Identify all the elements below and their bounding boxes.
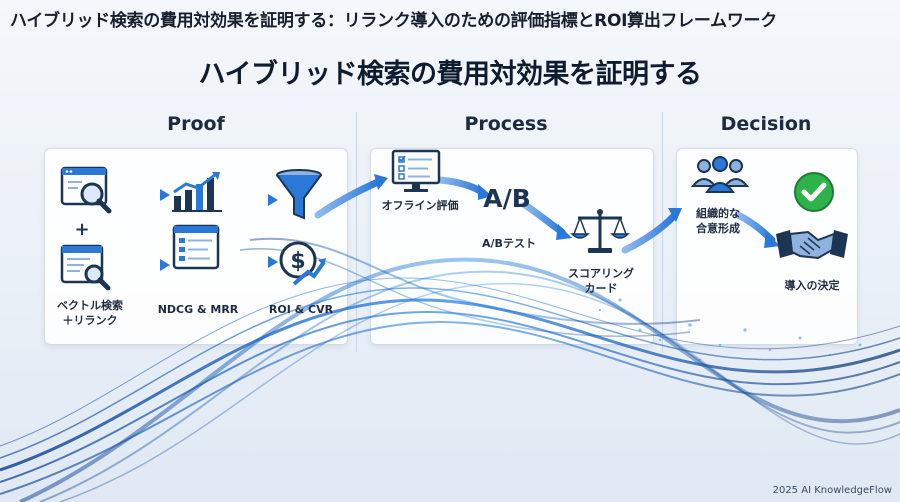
dollar-growth-icon: $ xyxy=(279,241,326,286)
label-hybrid-search-line1: ベクトル検索 xyxy=(57,299,123,312)
label-roi: ROI & CVR xyxy=(268,303,334,316)
section-heading-proof: Proof xyxy=(167,113,225,135)
label-consensus: 組織的な 合意形成 xyxy=(678,206,758,236)
team-group-icon xyxy=(690,156,750,193)
label-scorecard-line2: カード xyxy=(584,282,618,295)
label-hybrid-search-line2: ＋リランク xyxy=(62,314,118,327)
header-title: ハイブリッド検索の費用対効果を証明する：リランク導入のための評価指標とROI算出… xyxy=(10,11,777,31)
section-heading-process: Process xyxy=(464,113,548,135)
label-adoption-decision: 導入の決定 xyxy=(784,279,840,292)
plus-symbol: + xyxy=(74,219,90,240)
label-hybrid-search: ベクトル検索 ＋リランク xyxy=(44,298,136,328)
bar-chart-icon xyxy=(172,172,222,212)
label-consensus-line1: 組織的な xyxy=(696,207,740,220)
footer-credit: 2025 AI KnowledgeFlow xyxy=(772,485,892,496)
ab-test-icon: A/B xyxy=(483,184,531,213)
check-circle-icon xyxy=(794,172,834,212)
label-consensus-line2: 合意形成 xyxy=(696,222,740,235)
monitor-checklist-icon xyxy=(391,149,441,192)
metrics-list-icon xyxy=(172,224,220,270)
section-divider xyxy=(662,112,663,352)
main-title: ハイブリッド検索の費用対効果を証明する xyxy=(198,59,702,90)
search-window-icon xyxy=(60,166,112,214)
label-offline-eval: オフライン評価 xyxy=(381,199,459,212)
svg-text:$: $ xyxy=(290,249,305,274)
balance-scale-icon xyxy=(570,209,630,253)
label-scorecard-line1: スコアリング xyxy=(568,267,634,280)
label-metrics: NDCG & MRR xyxy=(157,303,239,316)
document-search-icon xyxy=(60,244,111,291)
label-ab-test: A/Bテスト xyxy=(482,237,536,250)
section-divider xyxy=(356,112,357,352)
label-scorecard: スコアリング カード xyxy=(556,266,646,296)
handshake-icon xyxy=(776,230,848,260)
funnel-icon xyxy=(276,169,322,220)
section-heading-decision: Decision xyxy=(720,113,812,135)
